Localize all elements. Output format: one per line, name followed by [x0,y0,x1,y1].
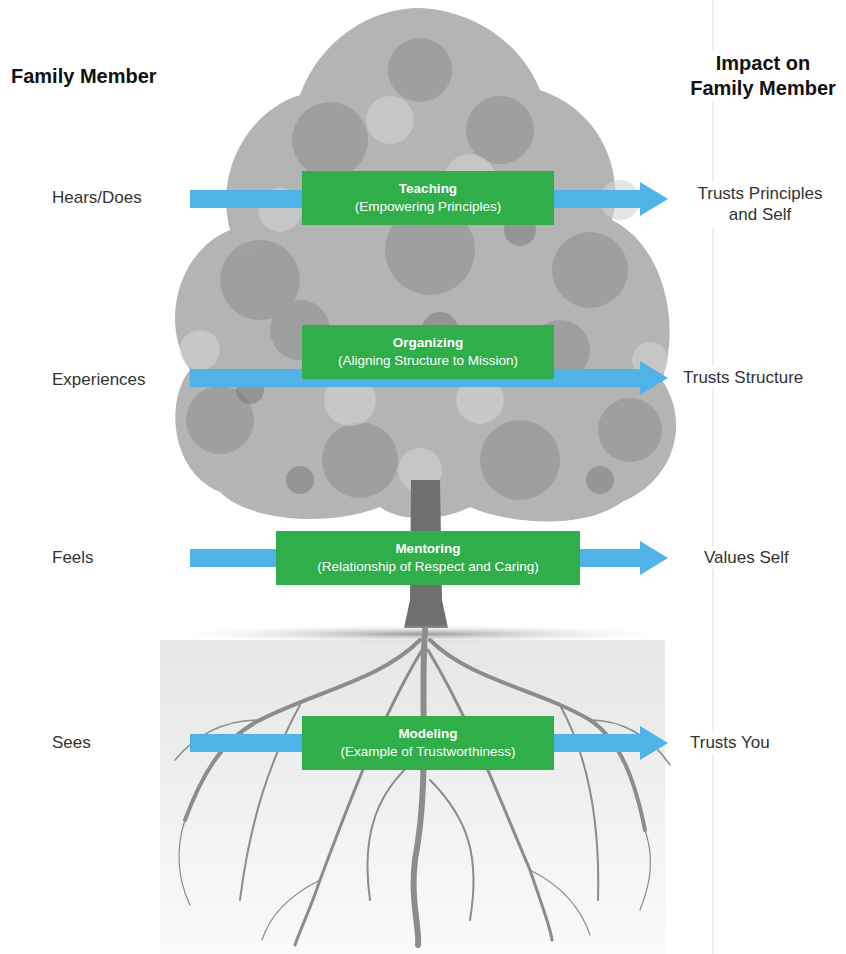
box-title: Organizing [316,334,540,352]
divider-line [713,0,714,954]
box-subtitle: (Aligning Structure to Mission) [316,352,540,370]
box-title: Mentoring [290,540,566,558]
impact-label: Trusts You [687,731,773,754]
box-subtitle: (Relationship of Respect and Caring) [290,558,566,576]
flow-arrows [190,182,668,760]
column-heading: Family Member [8,63,160,90]
modeling-box: Modeling(Example of Trustworthiness) [302,716,554,770]
input-label: Sees [49,731,94,754]
organizing-box: Organizing(Aligning Structure to Mission… [302,325,554,379]
column-heading: Impact on Family Member [684,50,842,102]
input-label: Hears/Does [49,186,145,209]
impact-label: Trusts Principles and Self [680,182,840,227]
teaching-box: Teaching(Empowering Principles) [302,171,554,225]
mentoring-box: Mentoring(Relationship of Respect and Ca… [276,531,580,585]
input-label: Experiences [49,368,149,391]
box-subtitle: (Example of Trustworthiness) [316,743,540,761]
impact-label: Values Self [701,546,792,569]
input-label: Feels [49,546,97,569]
tree-canopy [175,8,676,521]
tree-roots [175,630,670,945]
box-subtitle: (Empowering Principles) [316,198,540,216]
box-title: Modeling [316,725,540,743]
impact-label: Trusts Structure [680,366,806,389]
box-title: Teaching [316,180,540,198]
